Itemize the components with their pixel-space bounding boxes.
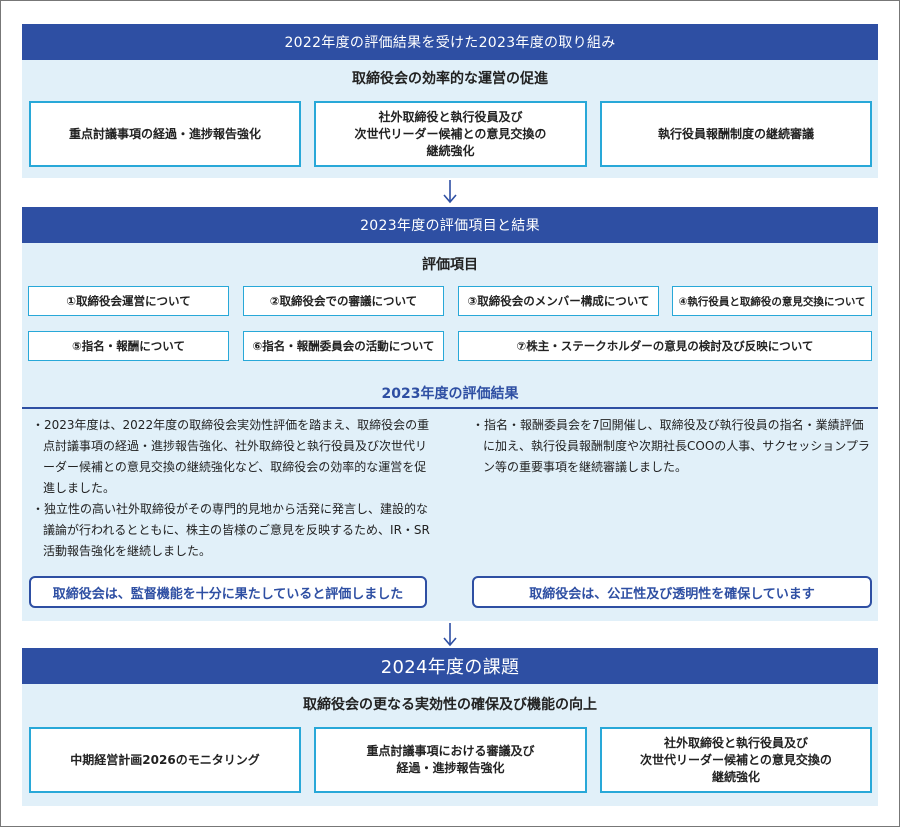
eval-item-3: ③取締役会のメンバー構成について xyxy=(458,286,659,316)
eval-item-1: ①取締役会運営について xyxy=(28,286,229,316)
section1-box-2: 社外取締役と執行役員及び 次世代リーダー候補との意見交換の 継続強化 xyxy=(314,101,587,167)
results-title: 2023年度の評価結果 xyxy=(381,386,519,402)
right-results: ・指名・報酬委員会を7回開催し、取締役及び執行役員の指名・業績評価に加え、執行役… xyxy=(472,415,872,478)
left-conclusion: 取締役会は、監督機能を十分に果たしていると評価しました xyxy=(29,576,427,608)
left-results: ・2023年度は、2022年度の取締役会実効性評価を踏まえ、取締役会の重点討議事… xyxy=(32,415,430,562)
section1-box-3: 執行役員報酬制度の継続審議 xyxy=(600,101,872,167)
section3-box-3: 社外取締役と執行役員及び 次世代リーダー候補との意見交換の 継続強化 xyxy=(600,727,872,793)
left-bullet-1: ・2023年度は、2022年度の取締役会実効性評価を踏まえ、取締役会の重点討議事… xyxy=(32,418,430,495)
section3-subtitle: 取締役会の更なる実効性の確保及び機能の向上 xyxy=(303,697,597,713)
eval-item-5: ⑤指名・報酬について xyxy=(28,331,229,361)
results-divider xyxy=(22,407,878,409)
section1-header-text: 2022年度の評価結果を受けた2023年度の取り組み xyxy=(284,35,616,51)
left-bullet-2: ・独立性の高い社外取締役がその専門的見地から活発に発言し、建設的な議論が行われる… xyxy=(32,502,430,558)
eval-item-7: ⑦株主・ステークホルダーの意見の検討及び反映について xyxy=(458,331,872,361)
section2-header-text: 2023年度の評価項目と結果 xyxy=(360,218,540,234)
arrow-down-icon xyxy=(443,623,457,647)
arrow-down-icon xyxy=(443,180,457,204)
section2-header: 2023年度の評価項目と結果 xyxy=(22,207,878,243)
items-title: 評価項目 xyxy=(422,257,478,273)
right-bullet-1: ・指名・報酬委員会を7回開催し、取締役及び執行役員の指名・業績評価に加え、執行役… xyxy=(472,418,870,474)
section3-header: 2024年度の課題 xyxy=(22,648,878,684)
eval-item-6: ⑥指名・報酬委員会の活動について xyxy=(243,331,444,361)
right-conclusion: 取締役会は、公正性及び透明性を確保しています xyxy=(472,576,872,608)
section1-subtitle: 取締役会の効率的な運営の促進 xyxy=(352,71,548,87)
section1-header: 2022年度の評価結果を受けた2023年度の取り組み xyxy=(22,24,878,60)
section1-box-1: 重点討議事項の経過・進捗報告強化 xyxy=(29,101,301,167)
eval-item-4: ④執行役員と取締役の意見交換について xyxy=(672,286,872,316)
section3-box-1: 中期経営計画2026のモニタリング xyxy=(29,727,301,793)
section3-box-2: 重点討議事項における審議及び 経過・進捗報告強化 xyxy=(314,727,587,793)
eval-item-2: ②取締役会での審議について xyxy=(243,286,444,316)
section3-header-text: 2024年度の課題 xyxy=(380,657,520,678)
